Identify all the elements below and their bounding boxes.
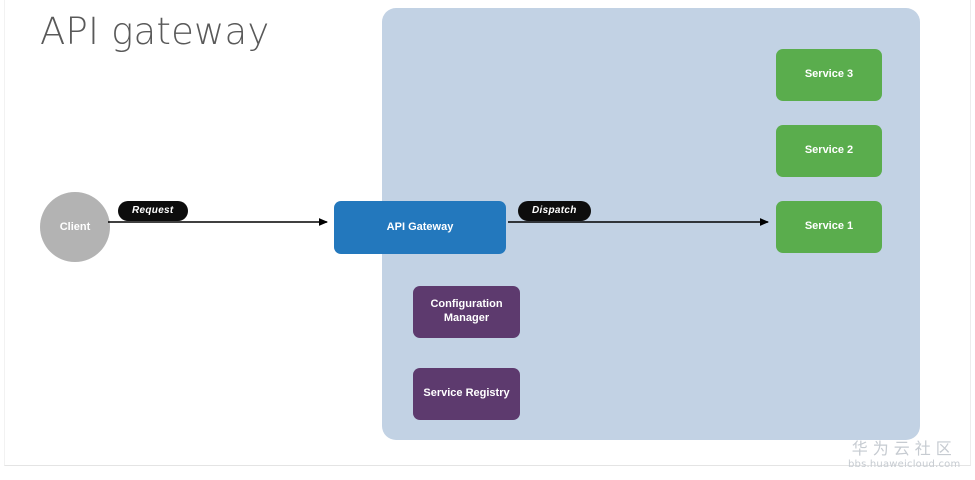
node-service-registry[interactable]: Service Registry	[413, 368, 520, 420]
watermark: 华为云社区 bbs.huaweicloud.com	[848, 439, 961, 471]
node-api-gateway-label: API Gateway	[386, 220, 454, 233]
node-api-gateway[interactable]: API Gateway	[334, 201, 506, 254]
node-configuration-manager-label-line2: Manager	[443, 312, 490, 324]
watermark-brand-text: 华为云社区	[851, 439, 957, 458]
node-service-1[interactable]: Service 1	[776, 201, 882, 253]
edge-label-dispatch: Dispatch	[518, 201, 591, 221]
page-title: API gateway	[40, 10, 270, 53]
arrow-request	[108, 218, 328, 226]
node-configuration-manager-label: Configuration Manager	[430, 298, 502, 326]
node-service-registry-label: Service Registry	[423, 387, 510, 400]
node-service-3-label: Service 3	[804, 68, 854, 81]
node-service-1-label: Service 1	[804, 220, 854, 233]
node-client[interactable]: Client	[40, 192, 110, 262]
node-service-2[interactable]: Service 2	[776, 125, 882, 177]
node-client-label: Client	[59, 221, 91, 233]
node-service-2-label: Service 2	[804, 144, 854, 157]
node-configuration-manager[interactable]: Configuration Manager	[413, 286, 520, 338]
node-configuration-manager-label-line1: Configuration	[430, 298, 503, 311]
arrow-dispatch	[508, 218, 769, 226]
node-service-3[interactable]: Service 3	[776, 49, 882, 101]
edge-label-request: Request	[118, 201, 188, 221]
watermark-url-text: bbs.huaweicloud.com	[848, 459, 961, 471]
